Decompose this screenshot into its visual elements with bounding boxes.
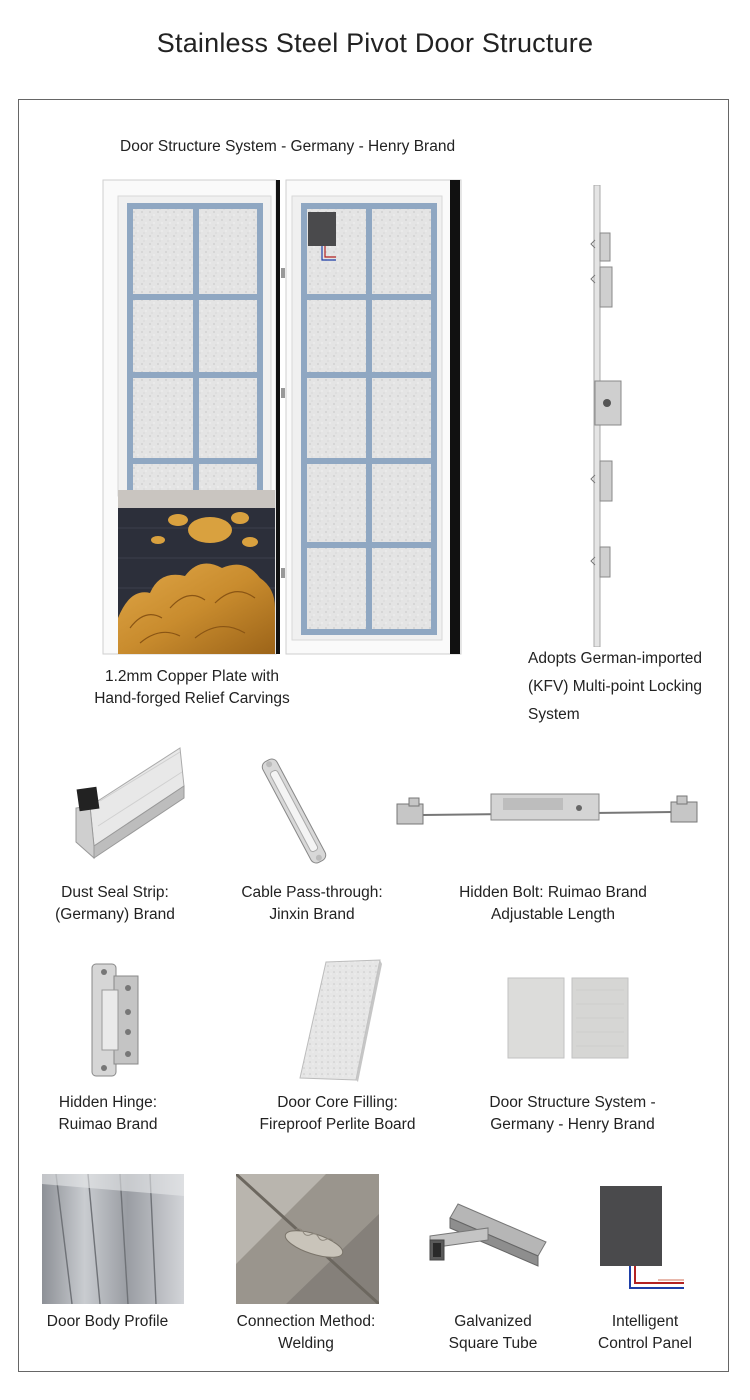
hidden-bolt-image xyxy=(396,793,698,825)
hidden-hinge-image xyxy=(91,963,139,1077)
page-title: Stainless Steel Pivot Door Structure xyxy=(156,28,594,58)
control-panel-image xyxy=(600,1186,684,1289)
welding-image xyxy=(236,1174,379,1304)
content-frame xyxy=(18,99,729,1372)
structure-panels-image xyxy=(507,977,629,1059)
hinge-label: Hidden Hinge:Ruimao Brand xyxy=(58,1094,158,1133)
dust-seal-strip-image xyxy=(75,747,185,860)
header-label: Door Structure System - Germany - Henry … xyxy=(120,138,456,155)
door-body-profile-image xyxy=(42,1174,184,1304)
perlite-board-image xyxy=(299,959,382,1082)
structure-label: Door Structure System -Germany - Henry B… xyxy=(489,1094,656,1133)
locking-system-label: Adopts German-imported(KFV) Multi-point … xyxy=(528,650,703,723)
door-illustration xyxy=(102,179,462,655)
core-filling-label: Door Core Filling:Fireproof Perlite Boar… xyxy=(259,1094,416,1133)
dust-seal-label: Dust Seal Strip:(Germany) Brand xyxy=(55,884,175,923)
square-tube-image xyxy=(429,1203,547,1267)
cable-label: Cable Pass-through:Jinxin Brand xyxy=(241,884,383,923)
door-body-profile-label: Door Body Profile xyxy=(46,1313,169,1330)
welding-label: Connection Method:Welding xyxy=(236,1313,376,1352)
cable-pass-through-image xyxy=(261,758,327,864)
multi-point-lock-image xyxy=(590,185,622,647)
